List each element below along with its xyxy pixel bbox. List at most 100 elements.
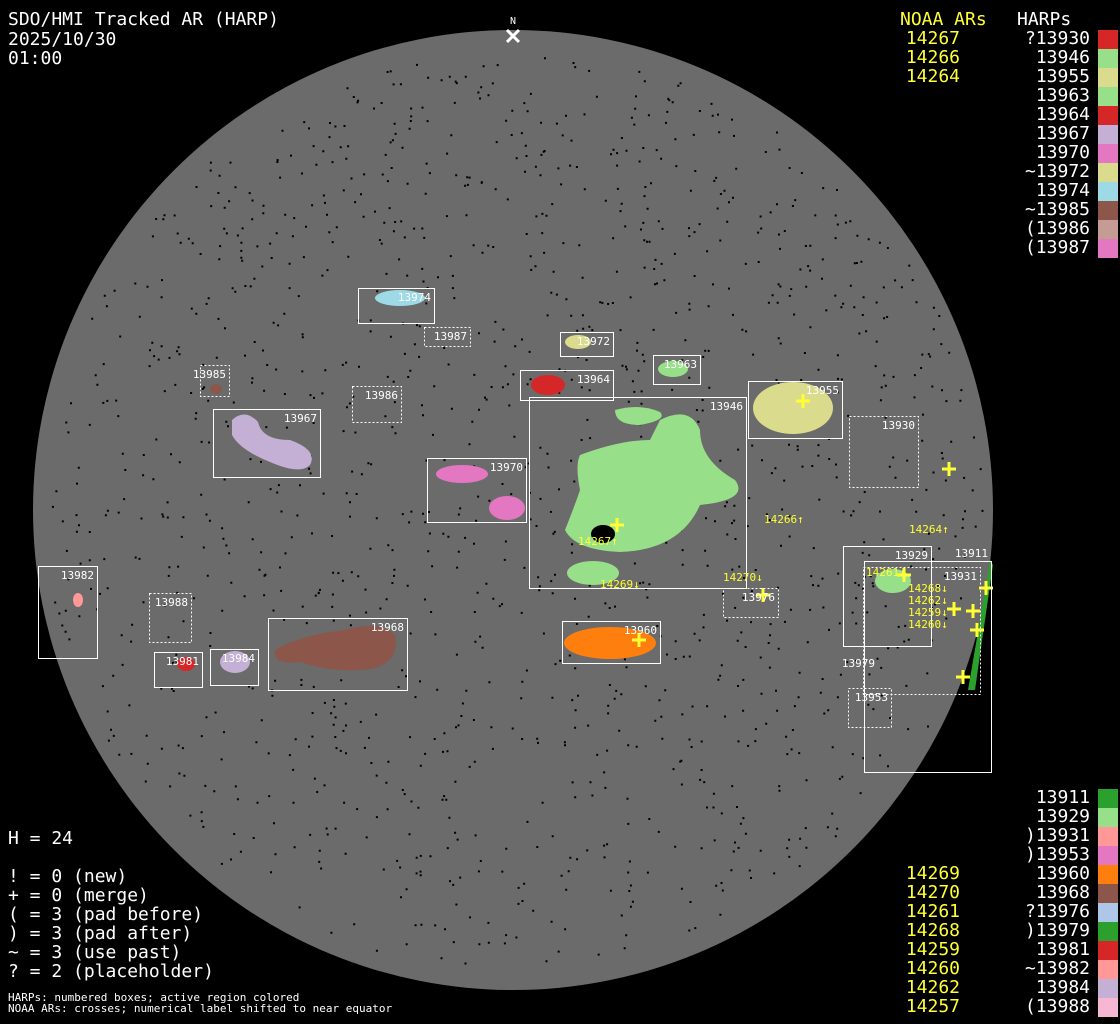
legend-color-swatch: [1098, 182, 1118, 201]
harp-box: [200, 365, 230, 397]
legend-harp-label: )13979: [1024, 920, 1090, 941]
active-region-patch: [753, 382, 833, 434]
north-marker-icon: [505, 28, 521, 44]
legend-harp-label: 13981: [1035, 939, 1090, 960]
noaa-label: 14264↑: [909, 523, 949, 536]
harp-label: 13931: [944, 570, 977, 583]
harp-box: [358, 288, 435, 324]
legend-color-swatch: [1098, 201, 1118, 220]
legend-color-swatch: [1098, 220, 1118, 239]
harp-box: [560, 332, 614, 357]
legend-harp-label: 13955: [1035, 66, 1090, 87]
legend-color-swatch: [1098, 884, 1118, 903]
legend-harp-label: ?13976: [1024, 901, 1090, 922]
harp-box: [210, 649, 259, 686]
legend-harp-label: 13984: [1035, 977, 1090, 998]
harp-box: [864, 561, 992, 773]
harp-box: [848, 688, 892, 728]
active-region-patch: [567, 561, 619, 585]
active-region-patch: [615, 406, 662, 425]
noaa-cross-icon: [979, 581, 993, 595]
noaa-cross-icon: [756, 588, 770, 602]
legend-harp-label: )13953: [1024, 844, 1090, 865]
noaa-heading: NOAA ARs: [900, 9, 987, 30]
legend-color-swatch: [1098, 960, 1118, 979]
legend-color-swatch: [1098, 903, 1118, 922]
harp-label: 13960: [624, 624, 657, 637]
harp-box: [424, 327, 471, 347]
harp-box: [520, 370, 614, 401]
legend-color-swatch: [1098, 979, 1118, 998]
noaa-cross-icon: [610, 518, 624, 532]
stats-line: ( = 3 (pad before): [8, 904, 204, 925]
legend-color-swatch: [1098, 808, 1118, 827]
sunspot: [591, 525, 615, 543]
harp-label: 13929: [895, 549, 928, 562]
footnote-noaa: NOAA ARs: crosses; numerical label shift…: [8, 1002, 393, 1015]
noaa-label: 14266↑: [764, 513, 804, 526]
harp-label: 13930: [882, 419, 915, 432]
active-region-patch: [177, 657, 195, 671]
harp-box: [352, 386, 402, 423]
active-region-patch: [210, 384, 222, 394]
noaa-label: 14259↓: [908, 606, 948, 619]
active-region-patch: [220, 651, 250, 673]
harp-box: [213, 409, 321, 478]
legend-noaa-label: 14260: [905, 958, 960, 979]
legend-color-swatch: [1098, 125, 1118, 144]
active-region-patch: [436, 465, 488, 483]
legend-noaa-label: 14267: [905, 28, 960, 49]
noaa-label: 14262↓: [908, 594, 948, 607]
active-region-patch: [232, 414, 312, 470]
harp-box: [149, 593, 192, 643]
harp-label: 13974: [398, 291, 431, 304]
harp-label: 13968: [371, 621, 404, 634]
harp-label: 13953: [855, 691, 888, 704]
harp-label: 13988: [155, 596, 188, 609]
harp-label: 13984: [222, 652, 255, 665]
harp-label: 13911: [955, 547, 988, 560]
stats-line: ) = 3 (pad after): [8, 923, 193, 944]
noaa-label: 14267↑: [578, 535, 618, 548]
active-region-patch: [274, 626, 396, 671]
legend-harp-label: ?13930: [1024, 28, 1090, 49]
harp-box: [849, 416, 919, 488]
legend-color-swatch: [1098, 922, 1118, 941]
harp-label: 13955: [806, 384, 839, 397]
legend-color-swatch: [1098, 846, 1118, 865]
active-region-patch: [489, 496, 525, 520]
harp-box: [723, 588, 779, 618]
harp-label: 13970: [490, 461, 523, 474]
legend-color-swatch: [1098, 163, 1118, 182]
active-region-patch: [73, 593, 83, 607]
noaa-cross-icon: [970, 623, 984, 637]
title: SDO/HMI Tracked AR (HARP): [8, 9, 279, 30]
noaa-cross-icon: [947, 602, 961, 616]
active-region-patch: [565, 335, 591, 349]
active-region-patch: [564, 627, 656, 659]
harp-label: 13985: [193, 368, 226, 381]
time: 01:00: [8, 48, 63, 69]
legend-harp-label: ~13985: [1024, 199, 1090, 220]
harp-label: 13986: [365, 389, 398, 402]
legend-harp-label: 13967: [1035, 123, 1090, 144]
harp-label: 13964: [577, 373, 610, 386]
active-region-patch: [375, 290, 425, 306]
legend-color-swatch: [1098, 30, 1118, 49]
harp-label: 13982: [61, 569, 94, 582]
legend-harp-label: 13911: [1035, 787, 1090, 808]
harp-label: 13963: [664, 358, 697, 371]
legend-harp-label: 13963: [1035, 85, 1090, 106]
legend-noaa-label: 14268: [905, 920, 960, 941]
legend-harp-label: 13970: [1035, 142, 1090, 163]
harp-box: [38, 566, 98, 659]
legend-harp-label: ~13972: [1024, 161, 1090, 182]
legend-harp-label: 13929: [1035, 806, 1090, 827]
harp-label: 13981: [166, 655, 199, 668]
legend-color-swatch: [1098, 239, 1118, 258]
legend-harp-label: 13946: [1035, 47, 1090, 68]
date: 2025/10/30: [8, 29, 117, 50]
harp-label: 13967: [284, 412, 317, 425]
active-region-patch: [531, 375, 565, 395]
